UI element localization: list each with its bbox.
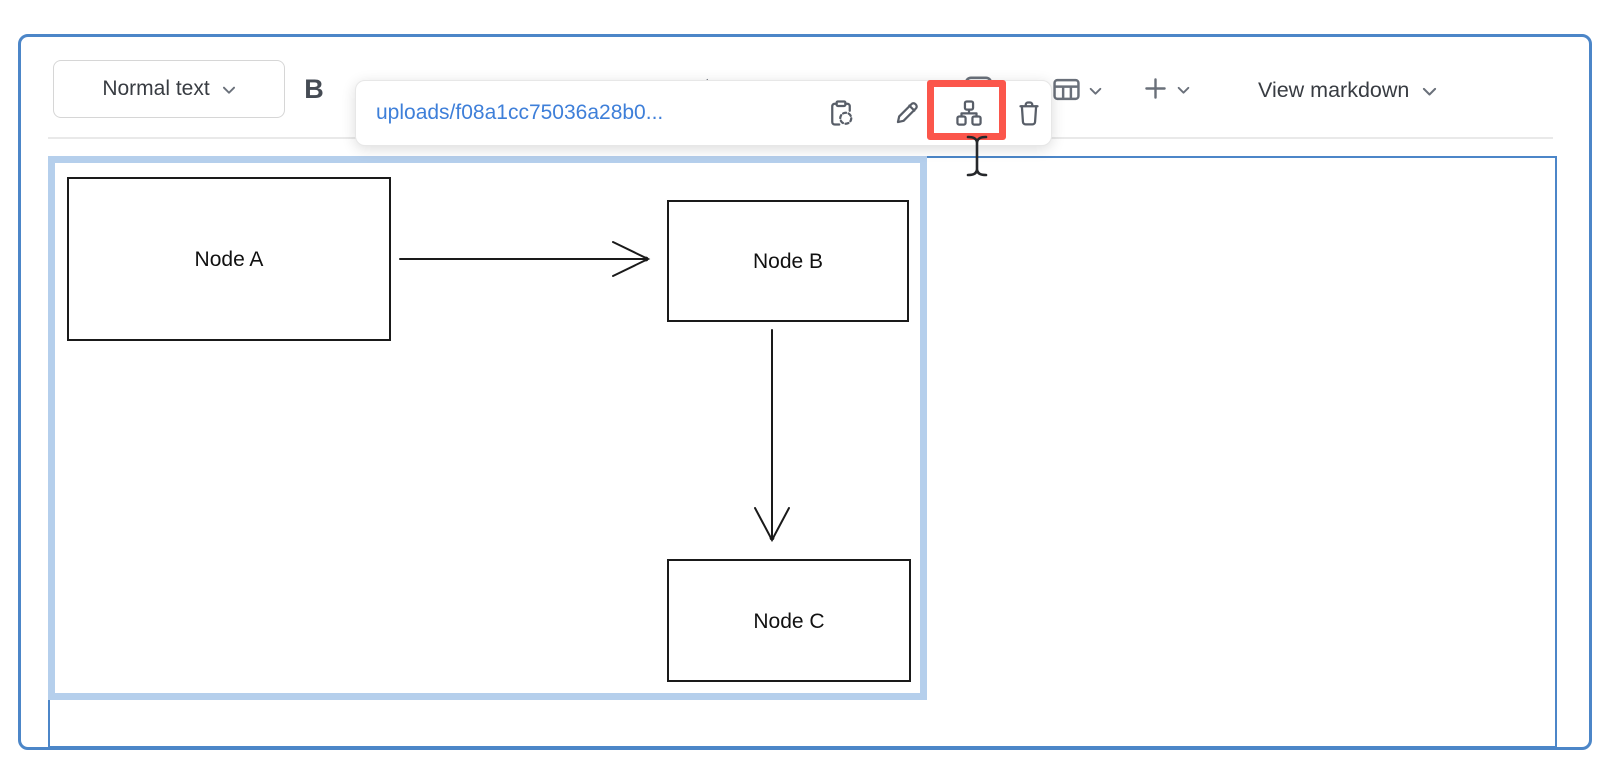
edit-pencil-icon[interactable] bbox=[892, 98, 922, 128]
highlight-annotation-box bbox=[927, 80, 1006, 140]
chevron-down-icon bbox=[1089, 83, 1102, 101]
diagram-canvas: Node A Node B Node C bbox=[55, 163, 920, 693]
insert-table-button[interactable] bbox=[1051, 74, 1102, 110]
diagram-node-c bbox=[667, 559, 911, 682]
view-markdown-label: View markdown bbox=[1258, 77, 1410, 102]
text-cursor-pointer bbox=[964, 130, 990, 182]
bold-label: B bbox=[304, 73, 324, 104]
view-markdown-dropdown[interactable]: View markdown bbox=[1258, 72, 1437, 108]
edit-diagram-icon[interactable] bbox=[954, 98, 984, 128]
table-icon bbox=[1051, 74, 1082, 110]
image-url-link[interactable]: uploads/f08a1cc75036a28b0... bbox=[376, 101, 664, 124]
chevron-down-icon bbox=[1177, 82, 1190, 100]
delete-trash-icon[interactable] bbox=[1014, 98, 1044, 128]
selected-diagram-image[interactable]: Node A Node B Node C bbox=[48, 156, 927, 700]
bold-button[interactable]: B bbox=[296, 64, 332, 114]
chevron-down-icon bbox=[1422, 78, 1437, 103]
diagram-node-a-label: Node A bbox=[195, 248, 264, 271]
diagram-node-a bbox=[67, 177, 391, 341]
text-style-label: Normal text bbox=[102, 77, 210, 100]
copy-to-clipboard-icon[interactable] bbox=[826, 98, 856, 128]
diagram-node-b bbox=[667, 200, 909, 322]
text-style-dropdown[interactable]: Normal text bbox=[53, 60, 285, 118]
diagram-node-c-label: Node C bbox=[753, 610, 824, 633]
plus-icon bbox=[1141, 74, 1170, 108]
chevron-down-icon bbox=[222, 77, 236, 101]
diagram-node-b-label: Node B bbox=[753, 250, 823, 273]
more-options-button[interactable] bbox=[1141, 74, 1190, 108]
